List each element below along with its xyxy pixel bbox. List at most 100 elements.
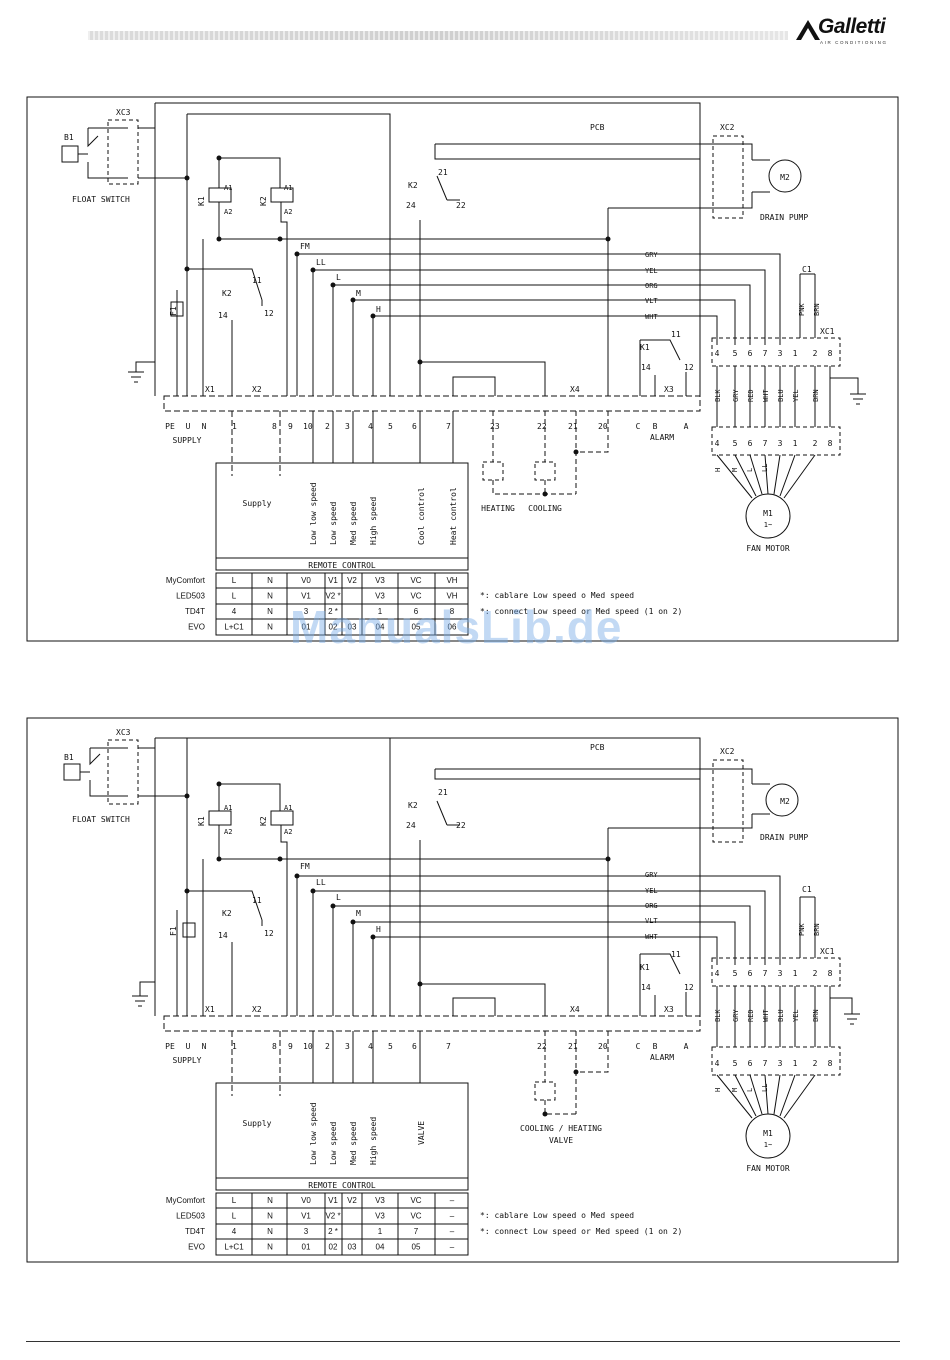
label-12: 12 <box>264 929 274 938</box>
label-f1: F1 <box>169 306 178 316</box>
label-12: 12 <box>264 309 274 318</box>
label-k2: K2 <box>259 816 268 826</box>
remote-table-cell: V3 <box>375 1212 385 1221</box>
xc1-wire-color: BLK <box>714 389 722 402</box>
remote-table-cell: 01 <box>302 623 311 632</box>
alarm-pin: B <box>653 1042 658 1051</box>
remote-table-cell: VH <box>446 592 457 601</box>
xc1-wire-color: BLU <box>777 389 785 402</box>
remote-table-cell: 02 <box>329 1243 338 1252</box>
terminal-pin: 6 <box>412 1042 417 1051</box>
float-switch-label: FLOAT SWITCH <box>72 195 130 204</box>
remote-table-cell: 04 <box>376 1243 385 1252</box>
xc1-bottom-pin: 3 <box>778 1059 783 1068</box>
remote-table-cell: N <box>267 592 273 601</box>
remote-table-cell: L <box>232 592 237 601</box>
remote-table-cell: 05 <box>412 1243 421 1252</box>
terminal-pin: 1 <box>232 422 237 431</box>
xc1-bottom-pin: 8 <box>828 439 833 448</box>
terminal-pin: 8 <box>272 422 277 431</box>
remote-table-cell: VH <box>446 576 457 585</box>
xc1-wire-color: BLU <box>777 1009 785 1022</box>
xc1-top-pin: 3 <box>778 969 783 978</box>
remote-table-cell: V0 <box>301 1196 311 1205</box>
remote-vlabel: Med speed <box>349 1121 358 1165</box>
terminal-pin: 4 <box>368 1042 373 1051</box>
label-k2-a2: A2 <box>284 208 292 216</box>
supply-pin: U <box>186 1042 191 1051</box>
label-brn: BRN <box>813 303 821 316</box>
remote-table-cell: V2 * <box>325 592 340 601</box>
label-11: 11 <box>252 896 262 905</box>
brand-tagline: AIR CONDITIONING <box>820 40 888 45</box>
label-xc1: XC1 <box>820 947 835 956</box>
brand-name: Galletti <box>818 15 886 38</box>
xc1-top-pin: 4 <box>715 349 720 358</box>
note-it: *: cablare Low speed o Med speed <box>480 1211 634 1220</box>
terminal-pin: 4 <box>368 422 373 431</box>
label-m2: M2 <box>780 173 790 182</box>
terminal-pin: 8 <box>272 1042 277 1051</box>
remote-table-cell: – <box>450 1243 455 1252</box>
label-14: 14 <box>218 311 228 320</box>
remote-table-cell: V2 <box>347 1196 357 1205</box>
label-x4: X4 <box>570 1005 580 1014</box>
remote-table-cell: 02 <box>329 623 338 632</box>
label-k1-alarm: K1 <box>640 963 650 972</box>
supply-pin: U <box>186 422 191 431</box>
valve-label: COOLING / HEATING <box>520 1124 602 1133</box>
valve-sub-label: VALVE <box>549 1136 573 1145</box>
wire-label-vlt: VLT <box>645 297 658 305</box>
label-22: 22 <box>456 821 466 830</box>
label-ll: LL <box>316 258 326 267</box>
remote-row-name: MyComfort <box>166 576 206 585</box>
label-f1: F1 <box>169 926 178 936</box>
supply-pin: PE <box>165 1042 175 1051</box>
motor-wire-l: L <box>746 468 754 472</box>
terminal-pin: 5 <box>388 1042 393 1051</box>
label-k2-contact: K2 <box>408 801 418 810</box>
xc1-bottom-pin: 4 <box>715 1059 720 1068</box>
remote-table-cell: 6 <box>414 607 419 616</box>
label-24: 24 <box>406 201 416 210</box>
remote-table-cell: N <box>267 1212 273 1221</box>
remote-table-cell: VC <box>410 592 421 601</box>
label-x1: X1 <box>205 1005 215 1014</box>
cooling-label: COOLING <box>528 504 562 513</box>
remote-control-label: REMOTE CONTROL <box>308 561 376 570</box>
label-fm: FM <box>300 242 310 251</box>
remote-table-cell: N <box>267 1196 273 1205</box>
label-m: M <box>356 289 361 298</box>
label-h: H <box>376 925 381 934</box>
label-x3: X3 <box>664 385 674 394</box>
supply-pin: N <box>202 1042 207 1051</box>
remote-table-cell: 03 <box>348 1243 357 1252</box>
label-k2-contact: K2 <box>408 181 418 190</box>
remote-row-name: MyComfort <box>166 1196 206 1205</box>
terminal-pin: 10 <box>303 1042 313 1051</box>
label-k1-a2: A2 <box>224 208 232 216</box>
remote-table-cell: N <box>267 576 273 585</box>
label-11: 11 <box>252 276 262 285</box>
label-l: L <box>336 893 341 902</box>
alarm-pin: C <box>636 422 641 431</box>
label-alarm-11: 11 <box>671 330 681 339</box>
remote-vlabel: Heat control <box>449 487 458 545</box>
terminal-pin: 3 <box>345 422 350 431</box>
remote-table-cell: V2 * <box>325 1212 340 1221</box>
remote-table-cell: V1 <box>301 1212 311 1221</box>
galletti-logo: Galletti AIR CONDITIONING <box>796 14 906 48</box>
remote-label-supply: Supply <box>243 1119 272 1128</box>
remote-vlabel: Low speed <box>329 1121 338 1165</box>
xc1-top-pin: 7 <box>763 349 768 358</box>
remote-table-cell: – <box>450 1196 455 1205</box>
xc1-wire-color: BRN <box>812 1009 820 1022</box>
xc1-top-pin: 6 <box>748 969 753 978</box>
label-k1: K1 <box>197 816 206 826</box>
xc1-bottom-pin: 7 <box>763 1059 768 1068</box>
label-c1: C1 <box>802 265 812 274</box>
xc1-bottom-pin: 4 <box>715 439 720 448</box>
label-m2: M2 <box>780 797 790 806</box>
label-x4: X4 <box>570 385 580 394</box>
